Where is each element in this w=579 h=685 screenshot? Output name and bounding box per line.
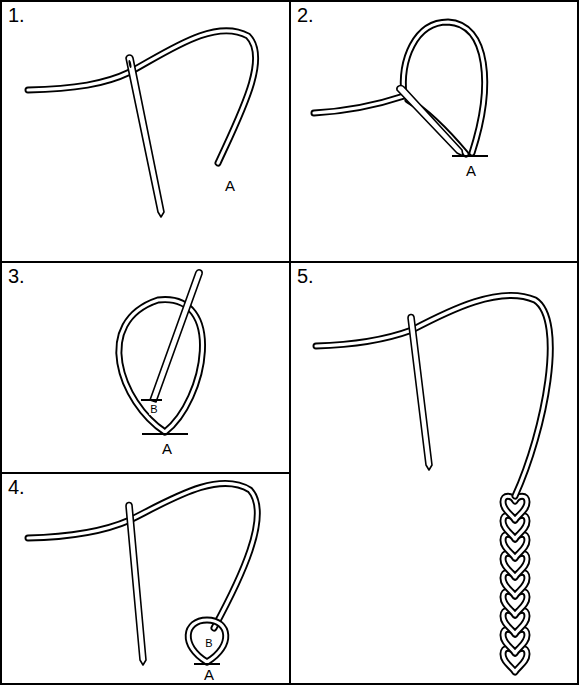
chain-stitches bbox=[503, 496, 527, 672]
panel-1-art bbox=[28, 31, 256, 217]
needle bbox=[126, 502, 146, 665]
panel-4-art bbox=[28, 483, 257, 665]
thread-outline bbox=[119, 300, 203, 432]
step-panel: 1. A bbox=[0, 0, 291, 263]
panel-2-art bbox=[314, 22, 488, 156]
panel-5-art bbox=[316, 295, 550, 672]
thread-outline bbox=[503, 496, 527, 520]
point-label: A bbox=[204, 667, 214, 682]
point-mark bbox=[141, 399, 162, 401]
thread bbox=[316, 295, 550, 496]
point-mark bbox=[194, 663, 220, 665]
needle-eye bbox=[128, 60, 132, 68]
point-label: A bbox=[466, 163, 476, 178]
needle bbox=[150, 270, 202, 402]
thread bbox=[119, 300, 203, 432]
needle bbox=[397, 86, 463, 156]
step-number: 1. bbox=[8, 5, 25, 25]
point-label: B bbox=[204, 638, 213, 649]
point-mark bbox=[452, 155, 488, 157]
needle bbox=[408, 314, 432, 470]
needle bbox=[126, 55, 164, 217]
thread bbox=[28, 483, 257, 628]
chain-link bbox=[503, 496, 527, 520]
thread-outline bbox=[316, 295, 550, 496]
step-number: 4. bbox=[8, 477, 25, 497]
thread bbox=[28, 31, 256, 163]
thread-outline bbox=[28, 483, 257, 628]
step-number: 3. bbox=[8, 266, 25, 286]
step-panel: 2. A bbox=[289, 0, 579, 263]
point-label: A bbox=[225, 178, 235, 193]
step-panel: 4. B A bbox=[0, 472, 291, 685]
panel-3-art bbox=[119, 270, 203, 434]
step-number: 5. bbox=[297, 266, 314, 286]
point-label: B bbox=[149, 404, 158, 415]
thread bbox=[188, 620, 226, 662]
thread-outline bbox=[28, 31, 256, 163]
step-number: 2. bbox=[297, 5, 314, 25]
point-label: A bbox=[162, 441, 172, 456]
step-panel: 3. B A bbox=[0, 261, 291, 474]
point-mark bbox=[142, 433, 188, 435]
step-panel: 5. bbox=[289, 261, 579, 685]
thread-outline bbox=[188, 620, 226, 662]
